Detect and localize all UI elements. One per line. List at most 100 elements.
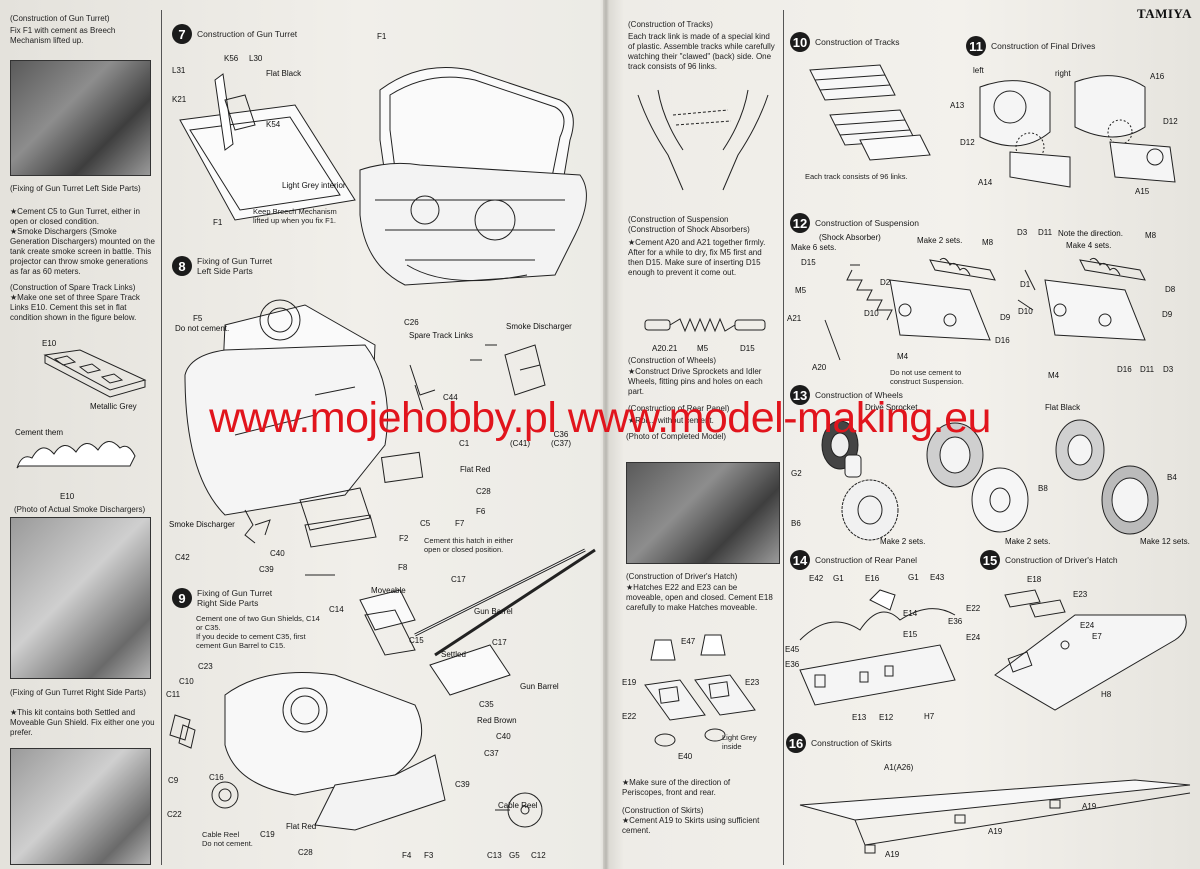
brand-logo: TAMIYA	[1136, 6, 1192, 21]
wheels-text: ★Construct Drive Sprockets and Idler Whe…	[628, 367, 763, 396]
spare-track-text: ★Make one set of three Spare Track Links…	[10, 293, 140, 322]
gun-turret-text: Fix F1 with cement as Breech Mechanism l…	[10, 26, 116, 45]
part-label: C11	[166, 690, 181, 699]
part-label: M4	[1048, 371, 1060, 380]
part-label: H7	[924, 712, 935, 721]
part-label: A15	[1135, 187, 1150, 196]
part-label: C23	[198, 662, 213, 671]
step-note: Make 4 sets.	[1066, 241, 1112, 250]
paint-note: Metallic Grey	[90, 402, 137, 411]
right-side-heading: (Fixing of Gun Turret Right Side Parts)	[10, 688, 147, 697]
skirts-heading: (Construction of Skirts)	[622, 806, 704, 815]
part-label: K54	[266, 120, 281, 129]
step-note: Smoke Discharger	[506, 322, 572, 331]
completed-model-photo	[626, 462, 780, 564]
step-note: Make 2 sets.	[917, 236, 963, 245]
step-number: 9	[172, 588, 192, 608]
part-label: D11	[1038, 228, 1053, 237]
part-label: A19	[1082, 802, 1097, 811]
part-label: D2	[880, 278, 891, 287]
photo-caption: (Photo of Actual Smoke Dischargers)	[14, 505, 146, 514]
part-label: C36 (C37)	[551, 430, 572, 448]
step-12-header: 12 Construction of Suspension	[790, 213, 919, 233]
periscope-hatch-drawing	[640, 630, 780, 770]
step-title: Construction of Final Drives	[991, 41, 1096, 51]
part-label: D16	[995, 336, 1010, 345]
step-number: 7	[172, 24, 192, 44]
right-side-text: ★This kit contains both Settled and Move…	[10, 708, 155, 737]
part-label: C12	[531, 851, 546, 860]
part-label: C17	[492, 638, 507, 647]
part-label: C19	[260, 830, 275, 839]
step-number: 16	[786, 733, 806, 753]
step-note: Cable Reel Do not cement.	[202, 830, 253, 848]
rear-panel-drawing	[790, 580, 965, 710]
part-label: C44	[443, 393, 458, 402]
step-number: 13	[790, 385, 810, 405]
part-label: (C41)	[510, 439, 531, 448]
part-label: E10	[60, 492, 75, 501]
part-label: D3	[1163, 365, 1174, 374]
step-note: left	[973, 66, 984, 75]
step-title: Fixing of Gun Turret Left Side Parts	[197, 256, 273, 276]
part-label: C37	[484, 749, 499, 758]
step-number: 12	[790, 213, 810, 233]
part-label: L30	[249, 54, 263, 63]
step-note: Do not use cement to construct Suspensio…	[890, 368, 964, 386]
part-label: E24	[966, 633, 981, 642]
part-label: D12	[960, 138, 975, 147]
part-label: E10	[42, 339, 57, 348]
step-note: Gun Barrel	[520, 682, 559, 691]
part-label: E22	[622, 712, 637, 721]
part-label: C10	[179, 677, 194, 686]
part-label: E14	[903, 609, 918, 618]
part-label: E24	[1080, 621, 1095, 630]
part-label: E18	[1027, 575, 1042, 584]
part-label: C9	[168, 776, 179, 785]
left-side-heading: (Fixing of Gun Turret Left Side Parts)	[10, 184, 141, 193]
step-note: Make 12 sets.	[1140, 537, 1190, 546]
part-label: C39	[259, 565, 274, 574]
step-number: 11	[966, 36, 986, 56]
step-note: (Shock Absorber)	[819, 233, 881, 242]
step-note: Drive Sprocket	[865, 403, 918, 412]
cement-note: Cement them	[15, 428, 64, 437]
part-label: M4	[897, 352, 909, 361]
spare-track-drawing	[40, 345, 155, 405]
part-label: E13	[852, 713, 867, 722]
completed-photo-caption: (Photo of Completed Model)	[626, 432, 727, 441]
track-links-outline	[12, 438, 152, 488]
part-label: C40	[496, 732, 511, 741]
part-label: F3	[424, 851, 434, 860]
step-8-header: 8 Fixing of Gun Turret Left Side Parts	[172, 256, 272, 276]
spare-track-heading: (Construction of Spare Track Links)	[10, 283, 136, 292]
part-label: E15	[903, 630, 918, 639]
step-note: Settled	[441, 650, 466, 659]
part-label: E23	[745, 678, 760, 687]
part-label: M8	[1145, 231, 1157, 240]
track-links-drawing	[800, 60, 950, 165]
step-note: Keep Breech Mechanism lifted up when you…	[253, 207, 337, 225]
part-label: E36	[785, 660, 800, 669]
step-10-header: 10 Construction of Tracks	[790, 32, 900, 52]
part-label: C16	[209, 773, 224, 782]
gun-turret-heading: (Construction of Gun Turret)	[10, 14, 110, 23]
part-label: E43	[930, 573, 945, 582]
part-label: C26	[404, 318, 419, 327]
tracks-text: Each track link is made of a special kin…	[628, 32, 775, 71]
gun-turret-drawing	[175, 60, 595, 300]
part-label: C28	[298, 848, 313, 857]
part-label: A20.21	[652, 344, 678, 353]
part-label: D11	[1140, 365, 1155, 374]
part-label: F6	[476, 507, 486, 516]
part-label: B8	[1038, 484, 1048, 493]
part-label: F4	[402, 851, 412, 860]
part-label: D9	[1000, 313, 1011, 322]
part-label: C35	[479, 700, 494, 709]
part-label: A13	[950, 101, 965, 110]
step-7-header: 7 Construction of Gun Turret	[172, 24, 297, 44]
part-label: E16	[865, 574, 880, 583]
left-side-text: ★Cement C5 to Gun Turret, either in open…	[10, 207, 155, 276]
step-note: Gun Barrel	[474, 607, 513, 616]
suspension-drawing	[790, 240, 1190, 380]
